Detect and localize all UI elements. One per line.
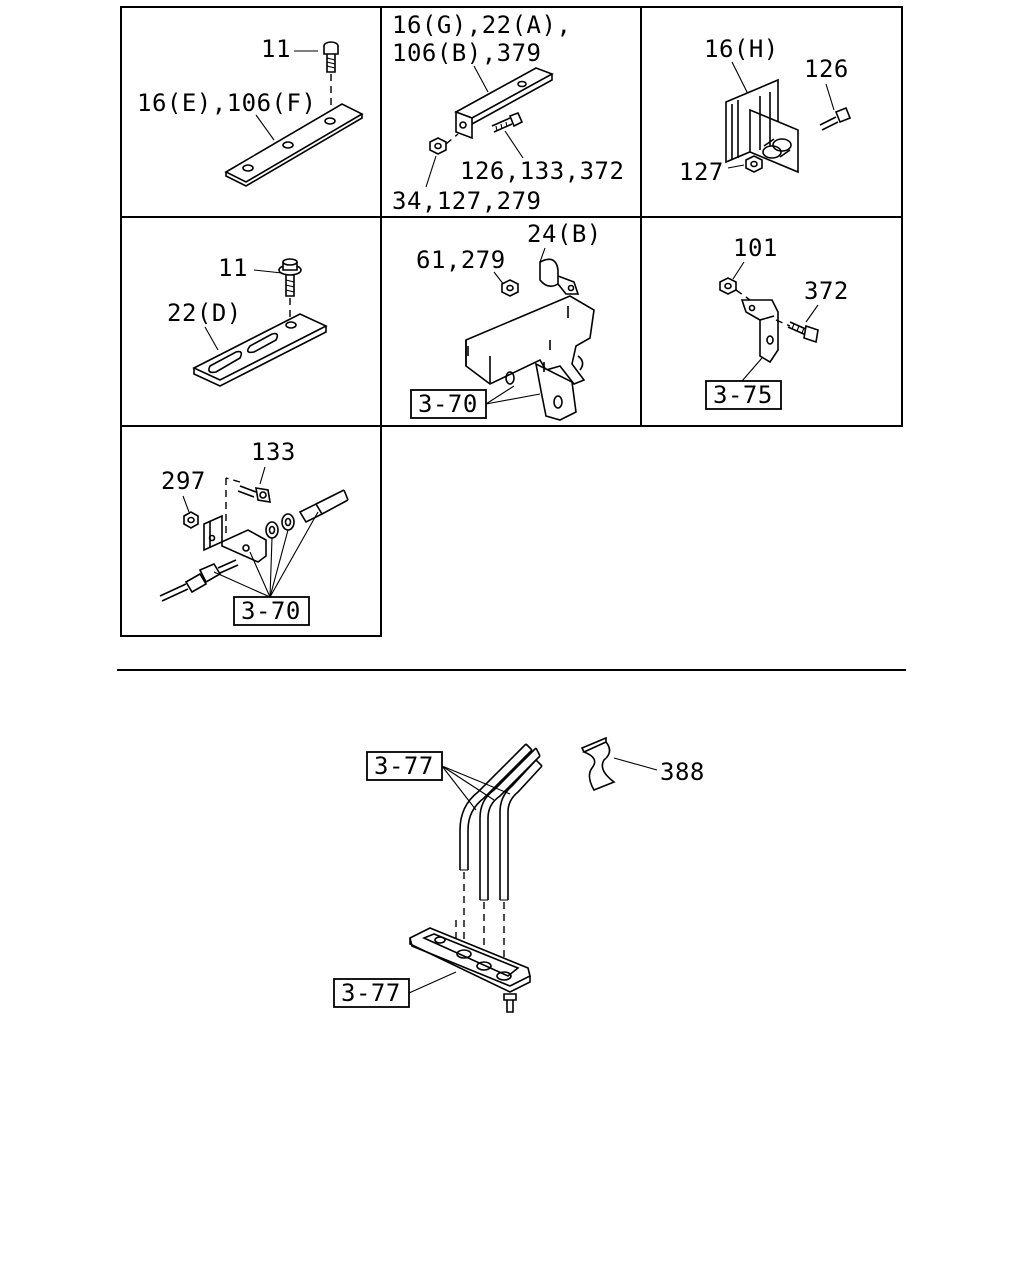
panel-1: 11 16(E),106(F) xyxy=(137,35,364,187)
ref-box-3-77-top xyxy=(366,751,443,781)
bolt-icon xyxy=(323,41,339,73)
washer-icon xyxy=(265,513,295,539)
label-p4-bolt: 11 xyxy=(218,254,248,282)
cable-end-icon xyxy=(298,489,349,524)
label-p7-bolt: 133 xyxy=(251,438,296,466)
nut-icon xyxy=(183,511,199,529)
label-clip: 388 xyxy=(660,758,705,786)
clip-icon xyxy=(580,736,616,792)
ref-label-3-70: 3-70 xyxy=(418,390,478,418)
slotted-plate-icon xyxy=(192,313,328,387)
label-p4-plate: 22(D) xyxy=(167,299,242,327)
cable-icon xyxy=(159,559,239,602)
nut-icon xyxy=(719,277,737,295)
label-p3-nut: 127 xyxy=(679,158,724,186)
clamp-icon xyxy=(539,258,580,295)
bolt-icon xyxy=(237,485,271,503)
label-p5-nuts: 61,279 xyxy=(416,246,506,274)
nut-icon xyxy=(501,279,519,297)
label-p3-bolt: 126 xyxy=(804,55,849,83)
ref-box-3-75 xyxy=(705,380,782,410)
nut-icon xyxy=(745,155,763,173)
cable-bracket-icon xyxy=(203,514,267,563)
ref-box-3-77-bottom xyxy=(333,978,410,1008)
lower-assembly: 388 3-77 3-77 xyxy=(333,736,705,1013)
bolt-icon xyxy=(787,321,819,344)
ref-box-3-70 xyxy=(233,596,310,626)
bolt-icon xyxy=(819,106,852,131)
ref-label-3-70: 3-70 xyxy=(241,597,301,625)
label-p2-nuts: 34,127,279 xyxy=(392,187,542,215)
flange-bolt-icon xyxy=(278,258,302,297)
gasket-plate-icon xyxy=(409,927,531,993)
label-p5-clip: 24(B) xyxy=(527,220,602,248)
bolt-icon xyxy=(491,111,524,133)
ref-label-3-75: 3-75 xyxy=(713,381,773,409)
label-p1-bolt: 11 xyxy=(261,35,291,63)
ref-label-3-77-bottom: 3-77 xyxy=(341,979,401,1007)
flat-plate-icon xyxy=(224,103,364,187)
vertical-bracket-icon xyxy=(725,78,799,174)
spacer-icon xyxy=(762,138,792,159)
mounting-bracket-icon xyxy=(465,295,595,421)
label-p7-nut: 297 xyxy=(161,467,206,495)
panel-grid xyxy=(120,6,903,637)
label-p6-bolt: 372 xyxy=(804,277,849,305)
small-bracket-icon xyxy=(740,299,779,364)
panel-2: 16(G),22(A), 106(B),379 126,133,372 34,1… xyxy=(392,11,624,215)
panel-6: 101 372 3-75 xyxy=(705,234,849,410)
label-p2-line2: 106(B),379 xyxy=(392,39,542,67)
label-p6-nut: 101 xyxy=(733,234,778,262)
panel-3: 16(H) 126 127 xyxy=(679,35,852,186)
label-p1-plate: 16(E),106(F) xyxy=(137,89,316,117)
bolt-icon xyxy=(503,993,517,1013)
label-p3-bracket: 16(H) xyxy=(704,35,779,63)
panel-7: 133 297 xyxy=(159,438,349,626)
panel-5: 24(B) 61,279 xyxy=(410,220,602,421)
ref-box-3-70 xyxy=(410,389,487,419)
label-p2-bolts: 126,133,372 xyxy=(460,157,624,185)
nut-icon xyxy=(429,137,447,155)
pipe-bundle-icon xyxy=(459,743,543,901)
label-p2-line1: 16(G),22(A), xyxy=(392,11,571,39)
stud-icon xyxy=(467,306,569,372)
panel-4: 11 22(D) xyxy=(167,254,328,387)
ref-label-3-77-top: 3-77 xyxy=(374,752,434,780)
angle-bracket-icon xyxy=(454,67,554,140)
